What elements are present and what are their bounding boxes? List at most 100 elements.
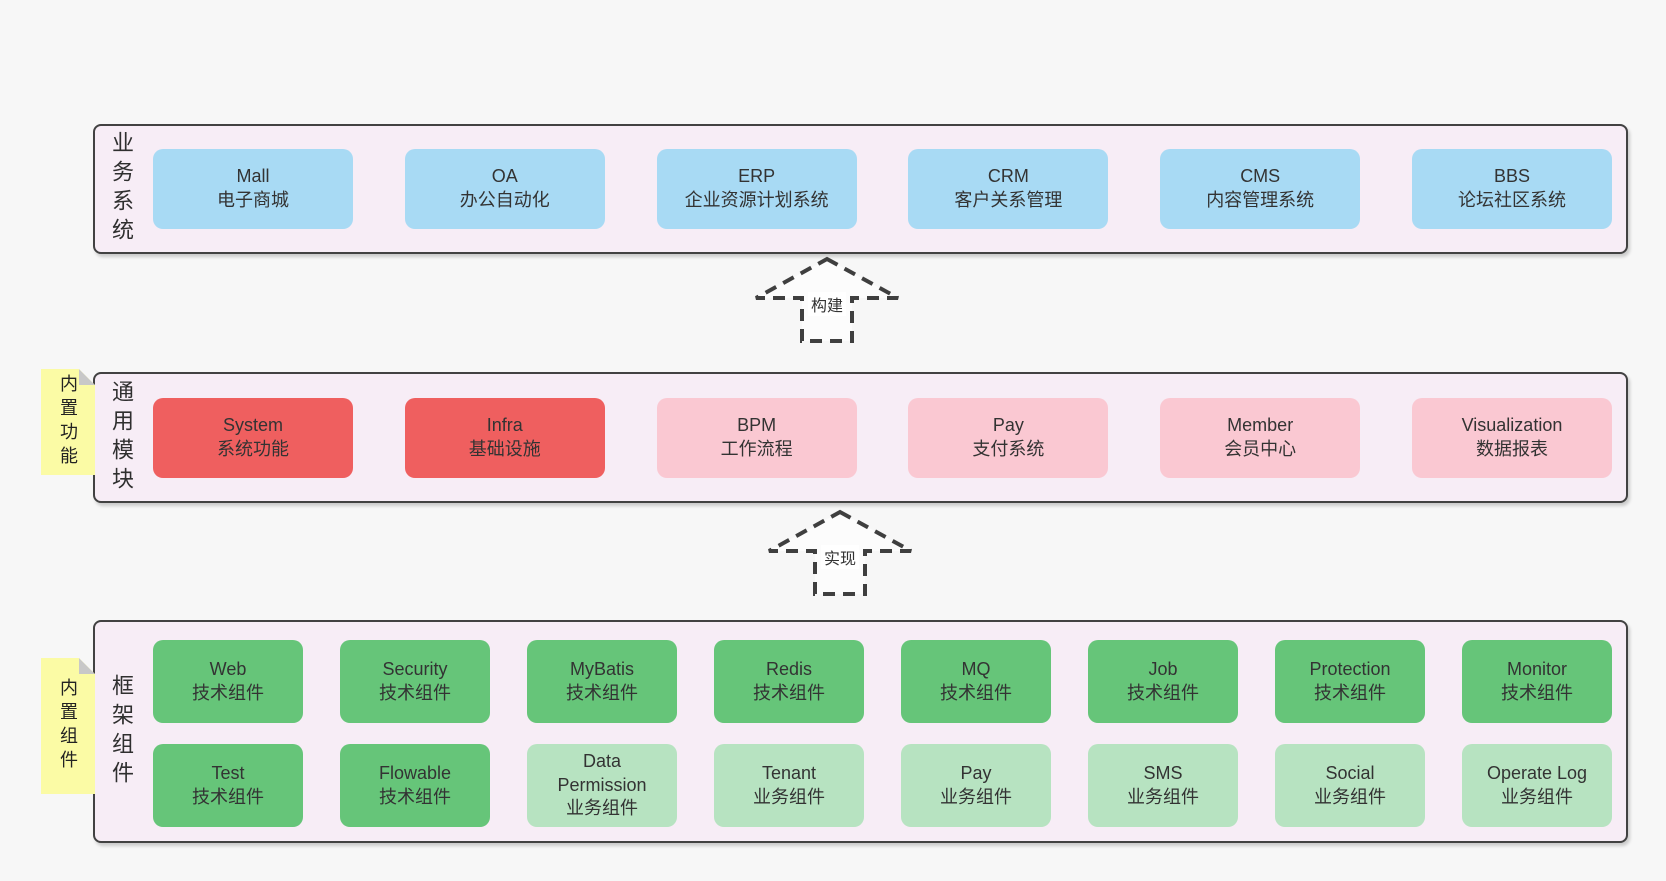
module-box-title: Pay <box>992 414 1024 435</box>
band-business-label: 业务系统 <box>109 131 134 247</box>
module-box-test: Test 技术组件 <box>153 744 303 827</box>
sticky-note-builtin-features: 内置功能 <box>41 369 95 475</box>
module-box-title: Protection <box>1309 658 1391 679</box>
module-box-subtitle: 工作流程 <box>720 438 793 459</box>
module-box-subtitle: 业务组件 <box>1127 786 1199 807</box>
module-box-title: Web <box>209 658 247 679</box>
module-box-subtitle: 业务组件 <box>940 786 1012 807</box>
module-box-subtitle: 技术组件 <box>379 682 451 703</box>
module-box-subtitle: 业务组件 <box>1314 786 1386 807</box>
module-box-subtitle: 业务组件 <box>753 786 825 807</box>
module-box-title: Operate Log <box>1486 762 1588 783</box>
module-box-title: OA <box>491 166 518 187</box>
module-box-data-permission: Data Permission 业务组件 <box>527 744 677 827</box>
band-business-systems: 业务系统 Mall 电子商城 OA 办公自动化 ERP 企业资源计划系统 CRM 客户关系管理… <box>93 124 1628 254</box>
module-box-operate-log: Operate Log 业务组件 <box>1462 744 1612 827</box>
module-box-subtitle: 业务组件 <box>566 798 638 819</box>
module-box-crm: CRM 客户关系管理 <box>908 149 1109 229</box>
modules-box-row: System 系统功能 Infra 基础设施 BPM 工作流程 Pay 支付系统 Member 会… <box>153 374 1612 501</box>
module-box-title: BPM <box>737 414 777 435</box>
module-box-subtitle: 业务组件 <box>1501 786 1573 807</box>
module-box-subtitle: 技术组件 <box>379 786 451 807</box>
module-box-title: Test <box>211 762 245 783</box>
module-box-monitor: Monitor 技术组件 <box>1462 640 1612 723</box>
module-box-mall: Mall 电子商城 <box>153 149 353 229</box>
module-box-infra: Infra 基础设施 <box>404 397 605 478</box>
module-box-title: CMS <box>1240 166 1281 187</box>
module-box-title: Tenant <box>761 762 817 783</box>
module-box-pay: Pay 支付系统 <box>908 397 1109 478</box>
module-box-subtitle: 技术组件 <box>192 682 264 703</box>
module-box-title: Social <box>1325 762 1375 783</box>
build-arrow: 构建 <box>752 256 902 344</box>
sticky-fold-corner-icon <box>79 369 95 385</box>
module-box-bbs: BBS 论坛社区系统 <box>1411 149 1612 229</box>
module-box-subtitle: 企业资源计划系统 <box>684 190 829 210</box>
module-box-title: Security <box>382 658 448 679</box>
module-box-social: Social 业务组件 <box>1275 744 1425 827</box>
module-box-title: Pay <box>960 762 992 783</box>
module-box-mq: MQ 技术组件 <box>901 640 1051 723</box>
module-box-subtitle: 技术组件 <box>753 682 825 703</box>
module-box-subtitle: 技术组件 <box>192 786 264 807</box>
module-box-subtitle: 会员中心 <box>1224 438 1297 459</box>
module-box-subtitle: 客户关系管理 <box>954 190 1063 210</box>
module-box-member: Member 会员中心 <box>1160 397 1361 478</box>
module-box-bpm: BPM 工作流程 <box>656 397 857 478</box>
module-box-title: MQ <box>961 658 991 679</box>
module-box-subtitle: 论坛社区系统 <box>1457 190 1566 210</box>
module-box-job: Job 技术组件 <box>1088 640 1238 723</box>
module-box-subtitle: 技术组件 <box>940 682 1012 703</box>
module-box-title: Mall <box>236 166 270 187</box>
module-box-system: System 系统功能 <box>153 397 353 478</box>
module-box-oa: OA 办公自动化 <box>404 149 605 229</box>
module-box-subtitle: 支付系统 <box>972 438 1045 459</box>
business-box-row: Mall 电子商城 OA 办公自动化 ERP 企业资源计划系统 CRM 客户关系管理 CMS 内容… <box>153 126 1612 252</box>
module-box-title: Job <box>1148 658 1178 679</box>
sticky-note-text: 内置组件 <box>58 678 78 774</box>
sticky-fold-corner-icon <box>79 658 95 674</box>
module-box-title: MyBatis <box>569 658 634 679</box>
module-box-security: Security 技术组件 <box>340 640 490 723</box>
module-box-mybatis: MyBatis 技术组件 <box>527 640 677 723</box>
module-box-title: Flowable <box>378 762 452 783</box>
module-box-title: BBS <box>1493 166 1530 187</box>
band-framework-label: 框架组件 <box>109 673 134 790</box>
sticky-note-builtin-components: 内置组件 <box>41 658 95 794</box>
module-box-subtitle: 基础设施 <box>468 438 541 459</box>
module-box-subtitle: 办公自动化 <box>459 190 550 210</box>
module-box-cms: CMS 内容管理系统 <box>1160 149 1361 229</box>
module-box-subtitle: 系统功能 <box>217 438 289 459</box>
module-box-subtitle: 技术组件 <box>1314 682 1386 703</box>
band-modules-label: 通用模块 <box>109 379 134 496</box>
module-box-flowable: Flowable 技术组件 <box>340 744 490 827</box>
module-box-title: Redis <box>765 658 813 679</box>
module-box-subtitle: 技术组件 <box>566 682 638 703</box>
module-box-subtitle: 技术组件 <box>1501 682 1573 703</box>
module-box-title: Member <box>1227 414 1294 435</box>
build-arrow-label: 构建 <box>807 292 847 316</box>
module-box-title: System <box>222 414 283 435</box>
sticky-note-text: 内置功能 <box>58 374 78 470</box>
implement-arrow: 实现 <box>765 509 915 597</box>
module-box-title: CRM <box>987 166 1029 187</box>
module-box-title: Monitor <box>1506 658 1568 679</box>
module-box-subtitle: 技术组件 <box>1127 682 1199 703</box>
framework-box-row-2: Test 技术组件 Flowable 技术组件 Data Permission 业务组件 T… <box>153 744 1612 827</box>
module-box-erp: ERP 企业资源计划系统 <box>656 149 857 229</box>
module-box-protection: Protection 技术组件 <box>1275 640 1425 723</box>
module-box-title: Infra <box>486 414 523 435</box>
module-box-web: Web 技术组件 <box>153 640 303 723</box>
module-box-title: Data Permission <box>557 750 647 795</box>
module-box-pay: Pay 业务组件 <box>901 744 1051 827</box>
module-box-subtitle: 电子商城 <box>217 190 289 210</box>
module-box-subtitle: 内容管理系统 <box>1206 190 1315 210</box>
module-box-title: ERP <box>738 166 776 187</box>
module-box-redis: Redis 技术组件 <box>714 640 864 723</box>
